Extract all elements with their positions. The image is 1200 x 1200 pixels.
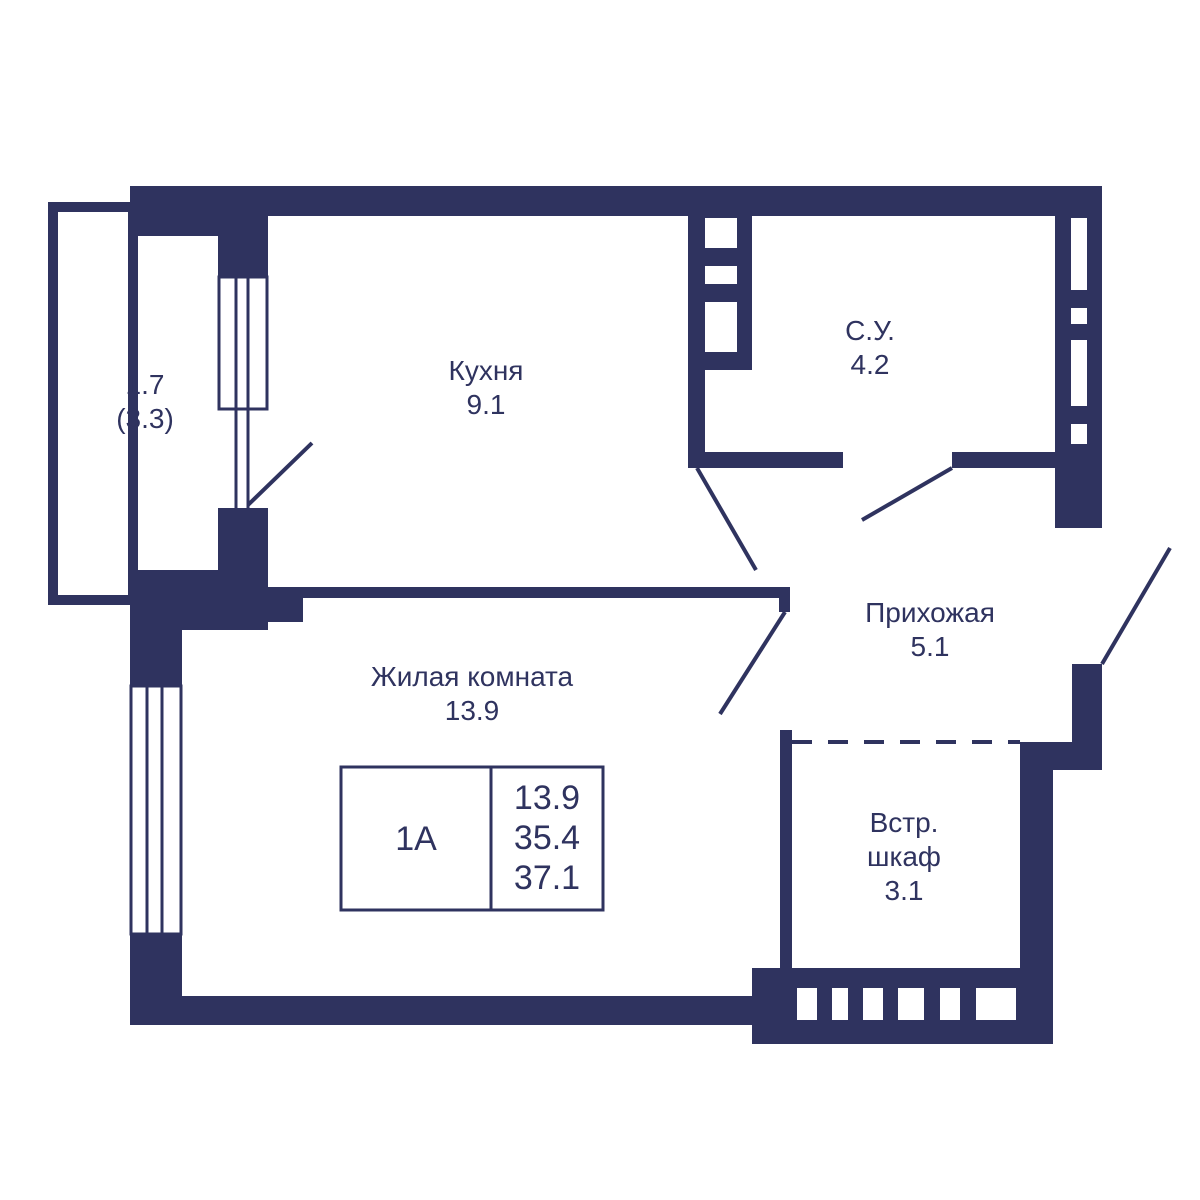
pillar-kitchen-top: [218, 186, 268, 277]
closet-shelf-slots: [797, 988, 1016, 1020]
apartment-type: 1A: [395, 820, 437, 858]
balcony-area-full: (3.3): [116, 403, 174, 434]
bath-wall-bottom-left: [688, 452, 843, 468]
closet-wall-left: [780, 730, 792, 996]
balcony-area: 1.7: [125, 369, 165, 400]
living-window: [129, 684, 183, 936]
living-label: Жилая комната 13.9: [371, 660, 573, 728]
balcony-label: 1.7 (3.3): [116, 368, 174, 436]
wall-kitchen-living: [268, 587, 790, 598]
wall-top: [130, 186, 1102, 216]
wall-bottom: [130, 996, 790, 1025]
entrance-door-leaf: [1100, 546, 1172, 666]
living-name: Жилая комната: [370, 661, 574, 692]
bathroom-area: 4.2: [850, 349, 890, 380]
kitchen-name: Кухня: [448, 355, 524, 386]
living-door-leaf: [718, 610, 787, 716]
closet-name-2: шкаф: [867, 841, 941, 872]
bathroom-label: С.У. 4.2: [845, 314, 895, 382]
info-areas: 13.9 35.4 37.1: [514, 778, 580, 898]
bathroom-door-leaf: [860, 466, 954, 522]
closet-label: Встр. шкаф 3.1: [867, 806, 941, 908]
balcony-door-leaf: [246, 441, 314, 507]
closet-area: 3.1: [884, 875, 924, 906]
bath-cabinet-slots: [705, 218, 737, 352]
bathroom-name: С.У.: [845, 315, 895, 346]
bath-right-slots: [1071, 218, 1087, 444]
wall-right-joint: [1020, 742, 1102, 770]
closet-wall-right: [1020, 742, 1053, 1044]
info-living-area: 13.9: [513, 779, 581, 817]
hallway-label: Прихожая 5.1: [865, 596, 995, 664]
info-box-frame: [339, 765, 605, 912]
balcony-outline: [48, 202, 138, 605]
hallway-name: Прихожая: [865, 597, 995, 628]
kitchen-window: [217, 275, 269, 411]
closet-name-1: Встр.: [869, 807, 939, 838]
bath-wall-bottom-right: [952, 452, 1088, 468]
info-total-with-balcony: 37.1: [513, 859, 581, 897]
info-total-area: 35.4: [513, 819, 581, 857]
living-area: 13.9: [444, 695, 500, 726]
wall-end: [779, 587, 790, 612]
kitchen-label: Кухня 9.1: [449, 354, 524, 422]
hallway-area: 5.1: [910, 631, 950, 662]
kitchen-door-leaf: [695, 466, 758, 572]
kitchen-area: 9.1: [466, 389, 506, 420]
